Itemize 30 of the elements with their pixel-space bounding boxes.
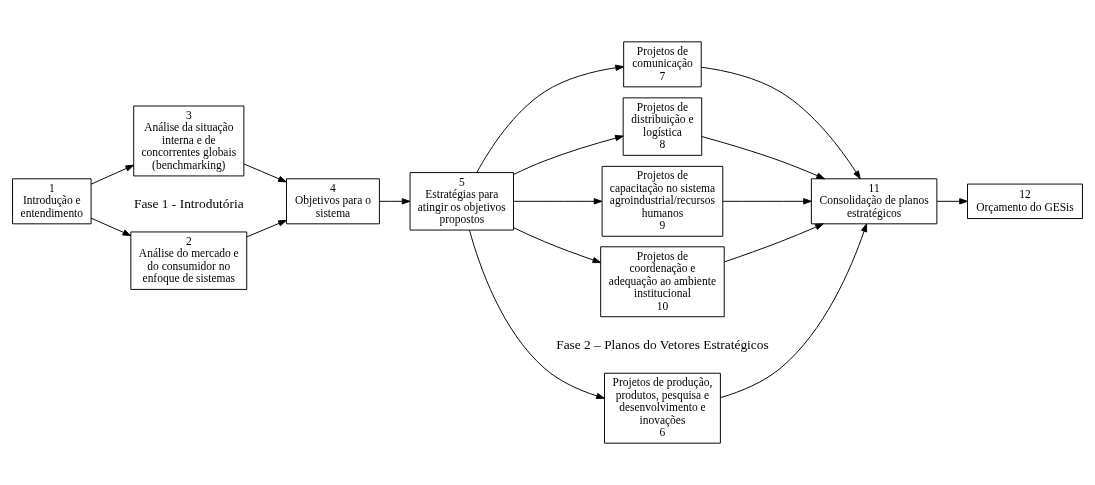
arrow bbox=[513, 227, 602, 264]
node-box: 11 Consolidação de planos estratégicos bbox=[810, 178, 938, 225]
node-box: Projetos de capacitação no sistema agroindustrial/recursos humanos 9 bbox=[601, 165, 724, 237]
arrow bbox=[513, 135, 624, 175]
node-box: 2 Análise do mercado e do consumidor no enfoque de sistemas bbox=[130, 231, 248, 290]
arrow bbox=[469, 229, 605, 399]
node-box: Projetos de comunicação 7 bbox=[623, 41, 702, 88]
label: Fase 1 - Introdutória bbox=[133, 195, 244, 211]
node-box: 12 Orçamento do GESis bbox=[967, 183, 1083, 220]
node-box: Projetos de distribuição e logística 8 bbox=[622, 97, 703, 156]
arrow bbox=[90, 217, 132, 237]
arrow bbox=[722, 198, 812, 205]
node-box: 5 Estratégias para atingir os objetivos propostos bbox=[409, 172, 514, 231]
arrow bbox=[936, 198, 968, 205]
arrow bbox=[476, 64, 624, 173]
node-box: Projetos de coordenação e adequação ao ambiente institucional 10 bbox=[600, 246, 725, 318]
node-box: 3 Análise da situação interna e de concorrentes globais (benchmarking) bbox=[133, 105, 245, 177]
label: Fase 2 – Planos do Vetores Estratégicos bbox=[556, 336, 769, 352]
node-box: 4 Objetivos para o sistema bbox=[286, 178, 380, 225]
arrow bbox=[513, 198, 603, 205]
arrow bbox=[720, 223, 868, 399]
arrow bbox=[701, 136, 825, 180]
arrow bbox=[700, 66, 861, 180]
node-box: Projetos de produção, produtos, pesquisa e desenvolvimento e inovações 6 bbox=[604, 372, 721, 444]
arrow bbox=[379, 198, 411, 205]
arrow bbox=[243, 163, 287, 183]
arrow bbox=[246, 219, 287, 238]
node-box: 1 Introdução e entendimento bbox=[12, 178, 92, 225]
arrow bbox=[723, 223, 824, 263]
arrow bbox=[90, 164, 134, 185]
